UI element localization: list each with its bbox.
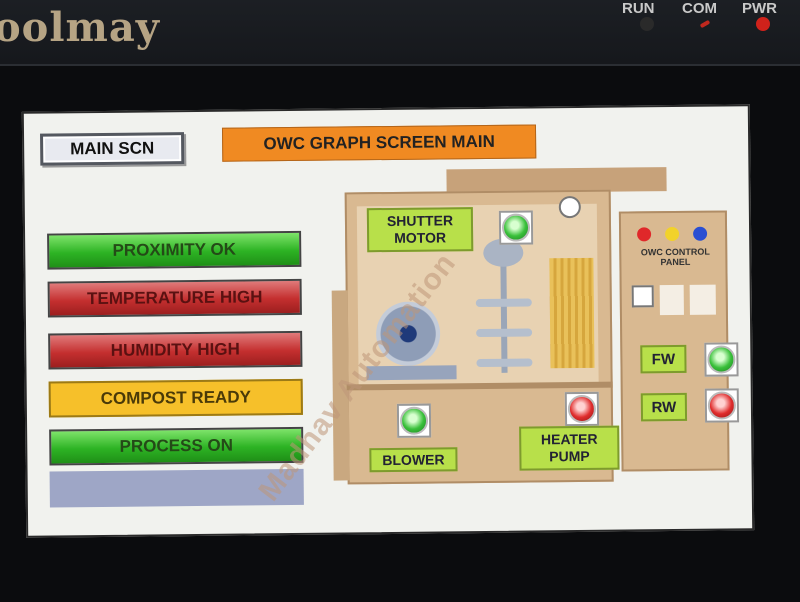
rw-indicator xyxy=(704,388,740,423)
status-humidity-high: HUMIDITY HIGH xyxy=(48,330,303,370)
blower-lamp-icon xyxy=(399,406,429,435)
pwr-indicator-label: PWR xyxy=(742,0,777,17)
panel-lamp-red-icon xyxy=(637,227,652,242)
blower-label: BLOWER xyxy=(369,447,458,473)
blower-indicator xyxy=(396,403,432,438)
shutter-motor-label: SHUTTER MOTOR xyxy=(366,207,474,253)
shutter-motor-indicator xyxy=(498,210,534,245)
panel-lamp-yellow-icon xyxy=(665,226,680,242)
hmi-screen: MAIN SCN OWC GRAPH SCREEN MAIN PROXIMITY… xyxy=(21,104,755,538)
fw-lamp-icon xyxy=(707,345,736,374)
heater-pump-lamp-icon xyxy=(567,394,597,424)
shutter-motor-lamp-icon xyxy=(501,213,531,242)
brand-logo: oolmay xyxy=(0,4,161,51)
agitator-blade-3 xyxy=(476,358,533,368)
com-led-icon xyxy=(699,19,711,29)
status-process-on: PROCESS ON xyxy=(49,426,304,466)
agitator-blade-1 xyxy=(475,298,532,308)
pwr-led-icon xyxy=(756,17,770,31)
panel-slot-1 xyxy=(659,284,684,316)
fw-indicator xyxy=(704,342,739,377)
main-screen-button[interactable]: MAIN SCN xyxy=(40,132,185,166)
agitator-blade-2 xyxy=(476,328,533,338)
rw-button[interactable]: RW xyxy=(640,392,688,422)
heater-pump-label: HEATER PUMP xyxy=(519,425,620,471)
screen-title: OWC GRAPH SCREEN MAIN xyxy=(221,124,537,162)
heater-coil xyxy=(549,257,595,369)
panel-slot-2 xyxy=(689,284,716,315)
fan-icon xyxy=(558,195,581,219)
run-led-icon xyxy=(640,17,654,31)
run-indicator-label: RUN xyxy=(622,0,655,17)
panel-lamp-blue-icon xyxy=(693,226,708,241)
com-indicator-label: COM xyxy=(682,0,717,17)
rw-lamp-icon xyxy=(707,391,737,420)
status-proximity-ok: PROXIMITY OK xyxy=(47,230,302,270)
heater-pump-indicator xyxy=(564,391,600,427)
device-bezel: oolmay RUN COM PWR xyxy=(0,0,800,72)
fw-button[interactable]: FW xyxy=(640,344,687,374)
panel-switch-icon xyxy=(631,285,654,308)
status-compost-ready: COMPOST READY xyxy=(48,378,303,418)
control-panel-label: OWC CONTROL PANEL xyxy=(640,246,710,268)
status-temperature-high: TEMPERATURE HIGH xyxy=(47,278,302,318)
